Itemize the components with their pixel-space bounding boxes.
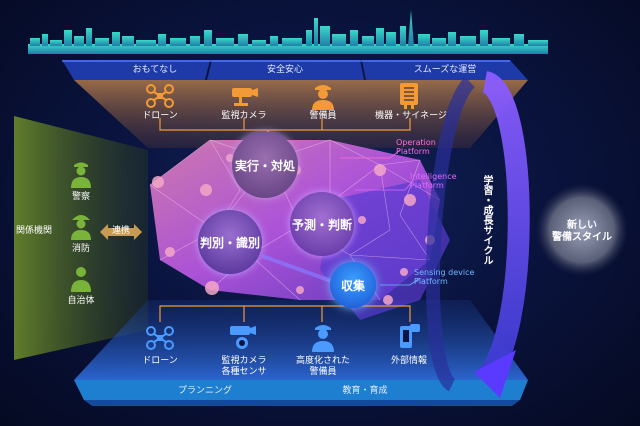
hub-collection-label: 収集	[340, 278, 365, 293]
firefighter-icon	[70, 212, 92, 240]
camera-sensor-icon	[228, 324, 260, 350]
drone-icon	[146, 84, 174, 108]
bottom-label-drone-line1: ドローン	[142, 356, 178, 366]
bottom-floor-plane	[74, 300, 528, 380]
outcome-glow	[536, 184, 628, 276]
police-icon	[70, 160, 92, 188]
bottom-label-advanced-guard: 高度化された 警備員	[290, 356, 356, 378]
intelligence-platform-label: Intelligence Platform	[410, 172, 457, 190]
bottom-label-guard-line1: 高度化された	[295, 356, 350, 366]
bottom-band-label-planning: プランニング	[177, 386, 232, 396]
bottom-label-camera-line2: 各種センサ	[221, 367, 267, 377]
bottom-label-external-info: 外部情報	[378, 356, 440, 367]
bottom-label-guard-line2: 警備員	[309, 367, 337, 377]
hub-identification: 判別・識別	[198, 210, 262, 274]
bottom-label-camera-sensor: 監視カメラ 各種センサ	[212, 356, 276, 378]
drone-icon	[146, 326, 174, 350]
hub-collection: 収集	[330, 262, 376, 308]
guard-icon	[310, 82, 336, 110]
learning-cycle-arrow	[426, 71, 530, 398]
bottom-band-label-education: 教育・育成	[342, 386, 388, 396]
agency-label-police: 警察	[71, 192, 90, 202]
link-arrow	[100, 224, 142, 240]
link-label: 連携	[111, 226, 130, 236]
bottom-band-bar	[74, 380, 528, 406]
sensing-platform-label: Sensing device Platform	[414, 268, 474, 286]
hub-execution: 実行・対処	[232, 132, 298, 198]
external-info-icon	[396, 322, 422, 352]
intelligence-platform-line2: Platform	[410, 181, 444, 190]
intelligence-platform-line1: Intelligence	[410, 172, 457, 181]
learning-cycle-label: 学習・成長サイクル	[481, 175, 492, 265]
top-label-guard: 警備員	[309, 111, 337, 121]
top-label-drone: ドローン	[142, 111, 178, 121]
hub-execution-label: 実行・対処	[234, 158, 295, 173]
agency-label-municipality: 自治体	[67, 296, 95, 306]
sensing-platform-line2: Platform	[414, 277, 448, 286]
city-skyline	[28, 10, 548, 54]
top-band-label-operation: スムーズな運営	[413, 65, 477, 75]
top-band-label-safety: 安全安心	[266, 65, 303, 75]
agency-label-fire: 消防	[71, 244, 90, 254]
operation-platform-label: Operation Platform	[396, 138, 436, 156]
hub-prediction: 予測・判断	[290, 192, 354, 256]
hub-identification-label: 判別・識別	[199, 235, 260, 250]
bottom-label-camera-line1: 監視カメラ	[221, 356, 267, 366]
platform-leaders	[340, 149, 421, 286]
outcome-line1: 新しい	[567, 220, 597, 231]
operation-platform-line2: Platform	[396, 147, 430, 156]
outcome-label: 新しい 警備スタイル	[546, 220, 618, 244]
top-label-signage: 機器・サイネージ	[375, 111, 447, 121]
signage-icon	[398, 82, 420, 110]
municipal-icon	[70, 264, 92, 292]
advanced-guard-icon	[310, 322, 336, 352]
hub-connectors	[261, 254, 335, 284]
bottom-label-drone: ドローン	[130, 356, 190, 367]
hub-prediction-label: 予測・判断	[291, 217, 352, 232]
operation-platform-line1: Operation	[396, 138, 436, 147]
bottom-label-external-line1: 外部情報	[390, 356, 427, 366]
left-panel-title: 関係機関	[16, 226, 53, 236]
top-band-bar	[62, 60, 528, 80]
top-label-camera: 監視カメラ	[221, 111, 267, 121]
outcome-line2: 警備スタイル	[552, 232, 612, 243]
camera-icon	[230, 86, 260, 108]
top-band-label-hospitality: おもてなし	[132, 65, 178, 75]
sensing-platform-line1: Sensing device	[414, 268, 475, 277]
